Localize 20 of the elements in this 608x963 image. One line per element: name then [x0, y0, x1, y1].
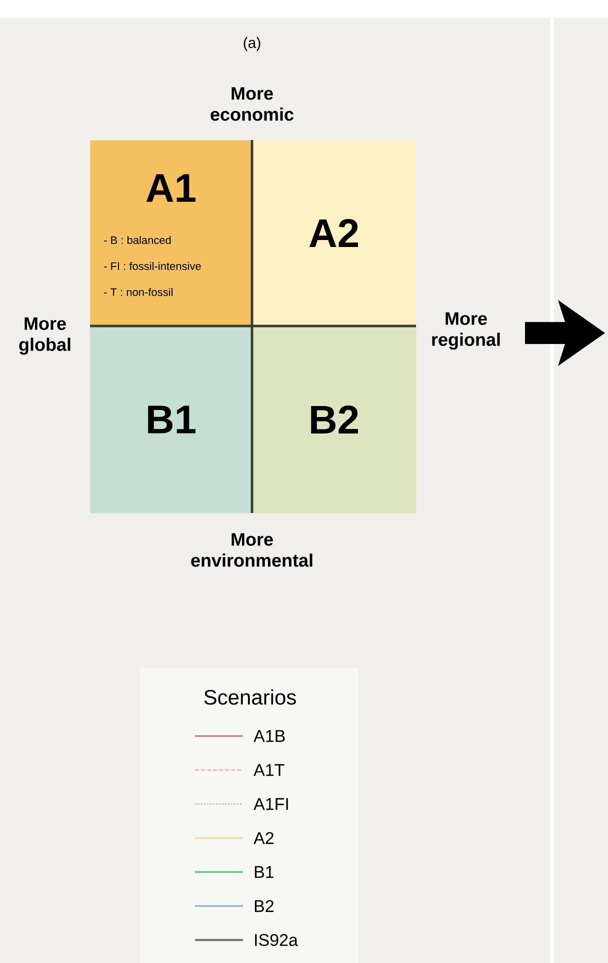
legend-text: B2: [254, 900, 274, 912]
legend-title: Scenarios: [204, 689, 296, 705]
axis-label: More regional: [432, 312, 500, 350]
legend-text: A2: [254, 832, 274, 844]
legend-text: A1FI: [254, 798, 288, 810]
list-item: - B : balanced: [104, 236, 171, 244]
quadrant: A1 - B : balanced - FI : fossil-intensive - T : non-fossil: [90, 140, 252, 326]
legend-text: A1B: [254, 730, 285, 742]
list-item: - T : non-fossil: [104, 288, 172, 296]
axis-label: More environmental: [191, 533, 312, 567]
legend-text: A1T: [254, 764, 284, 776]
quadrant: B1: [90, 326, 252, 514]
axis-label: More global: [19, 317, 70, 355]
legend-text: B1: [254, 866, 274, 878]
list-item: - FI : fossil-intensive: [104, 262, 201, 270]
quadrant: A2: [252, 140, 416, 326]
panel-label: (a): [244, 37, 260, 51]
axis-label: More economic: [210, 87, 294, 121]
legend-text: IS92a: [255, 934, 298, 946]
quadrant: B2: [252, 326, 416, 514]
